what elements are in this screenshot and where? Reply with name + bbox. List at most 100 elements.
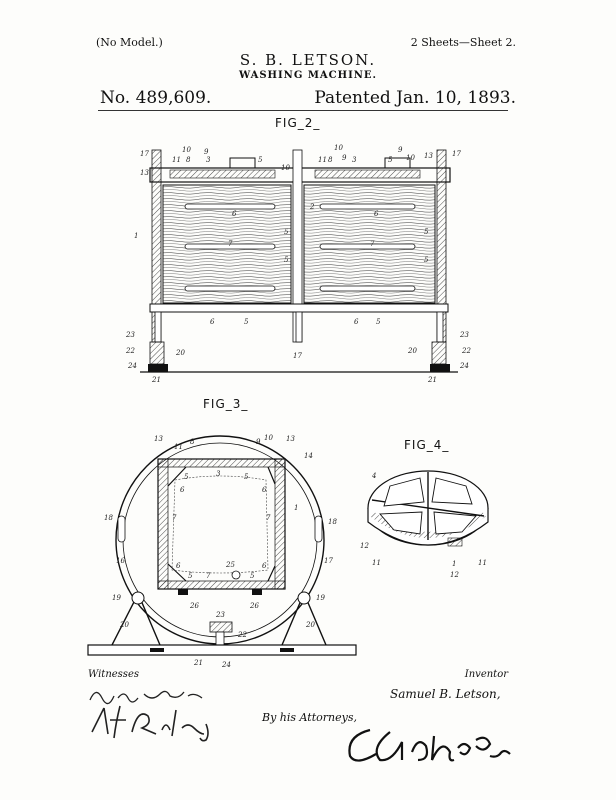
fig2-num-23-left: 23 bbox=[125, 331, 135, 339]
fig3-num-6-top-right: 6 bbox=[262, 486, 267, 494]
fig2-num-3-left: 3 bbox=[206, 156, 211, 164]
fig2-num-17-bottom: 17 bbox=[293, 352, 302, 360]
fig2-num-5-h: 5 bbox=[376, 318, 381, 326]
fig3-label: FIG_3_ bbox=[203, 397, 249, 411]
fig2-num-13-left: 13 bbox=[140, 169, 149, 177]
fig3-num-3: 3 bbox=[216, 470, 221, 478]
fig2-num-9-left: 9 bbox=[204, 148, 209, 156]
fig2-num-17-right: 17 bbox=[452, 150, 461, 158]
sheet-number: 2 Sheets—Sheet 2. bbox=[410, 36, 516, 49]
fig3-num-7-right: 7 bbox=[266, 514, 271, 522]
fig3-num-26-left: 26 bbox=[189, 602, 199, 610]
fig2-num-3-right: 3 bbox=[352, 156, 357, 164]
fig2-num-5-d: 5 bbox=[424, 228, 429, 236]
fig4-num-4: 4 bbox=[371, 472, 376, 480]
fig3-num-5-bot-left: 5 bbox=[188, 572, 193, 580]
fig2-num-6-a: 6 bbox=[232, 210, 237, 218]
fig2-num-10-left: 10 bbox=[182, 146, 191, 154]
attorneys-text: By his Attorneys, bbox=[262, 711, 357, 724]
no-model-note: (No Model.) bbox=[96, 36, 163, 49]
fig3-num-10: 10 bbox=[264, 434, 273, 442]
fig3-num-16: 16 bbox=[116, 557, 125, 565]
fig2-num-24-left: 24 bbox=[127, 362, 137, 370]
attorney-signature bbox=[348, 728, 511, 762]
fig2-num-22-right: 22 bbox=[461, 347, 471, 355]
fig2-num-13-right: 13 bbox=[424, 152, 433, 160]
fig3-num-24: 24 bbox=[221, 661, 231, 669]
fig2-num-24-right: 24 bbox=[459, 362, 469, 370]
fig3-num-1: 1 bbox=[294, 504, 298, 512]
fig2-num-20-left: 20 bbox=[175, 349, 185, 357]
fig2-num-5-a: 5 bbox=[258, 156, 263, 164]
fig3-num-13-right: 13 bbox=[286, 435, 295, 443]
fig2-label: FIG_2_ bbox=[275, 116, 321, 130]
fig2-num-5-e: 5 bbox=[284, 256, 289, 264]
invention-title: WASHING MACHINE. bbox=[238, 70, 378, 81]
inventor-label: Inventor bbox=[464, 669, 508, 680]
fig2-num-6-c: 6 bbox=[210, 318, 215, 326]
fig3-num-25: 25 bbox=[225, 561, 235, 569]
fig2-num-22-left: 22 bbox=[125, 347, 135, 355]
fig4-num-1: 1 bbox=[452, 560, 456, 568]
fig2-num-2: 2 bbox=[309, 203, 315, 211]
fig3-num-19-right: 19 bbox=[316, 594, 325, 602]
fig3-num-9: 9 bbox=[256, 438, 261, 446]
fig3-num-8: 8 bbox=[190, 438, 195, 446]
fig2-num-7-a: 7 bbox=[228, 240, 233, 248]
fig2-num-11-right: 11 bbox=[318, 156, 327, 164]
fig3-num-7-bot: 7 bbox=[206, 572, 211, 580]
witnesses-label: Witnesses bbox=[88, 669, 139, 680]
fig4-drawing: 4 12 11 1 12 11 bbox=[360, 470, 489, 579]
fig2-num-5-c: 5 bbox=[284, 228, 289, 236]
fig3-num-18-right: 18 bbox=[328, 518, 337, 526]
fig2-num-8-left: 8 bbox=[186, 156, 191, 164]
fig3-drawing: 13 13 11 8 9 10 14 3 5 5 6 6 1 7 7 18 18… bbox=[87, 434, 357, 669]
fig3-num-17: 17 bbox=[324, 557, 333, 565]
fig2-num-1: 1 bbox=[134, 232, 138, 240]
fig2-num-9-far: 9 bbox=[398, 146, 403, 154]
fig3-num-19-left: 19 bbox=[112, 594, 121, 602]
fig2-num-7-b: 7 bbox=[370, 240, 375, 248]
inventor-name-heading: S. B. LETSON. bbox=[239, 51, 377, 69]
header-rule bbox=[98, 110, 508, 111]
fig2-num-17-left: 17 bbox=[140, 150, 149, 158]
fig3-num-7-left: 7 bbox=[172, 514, 177, 522]
fig3-num-22: 22 bbox=[237, 631, 247, 639]
fig4-num-12-left: 12 bbox=[360, 542, 369, 550]
fig3-num-5-top-right: 5 bbox=[244, 473, 249, 481]
fig3-num-11: 11 bbox=[174, 443, 183, 451]
fig4-label: FIG_4_ bbox=[404, 438, 450, 452]
fig2-num-10-mid: 10 bbox=[281, 164, 290, 172]
fig2-num-9-right: 9 bbox=[342, 154, 347, 162]
fig2-num-23-right: 23 bbox=[459, 331, 469, 339]
patent-number: No. 489,609. bbox=[100, 88, 212, 108]
fig2-num-10-far: 10 bbox=[406, 154, 415, 162]
fig3-num-6-bot-right: 6 bbox=[262, 562, 267, 570]
fig2-drawing: 17 17 13 13 11 8 9 3 10 10 11 8 10 9 3 9… bbox=[125, 144, 471, 384]
fig2-num-21-right: 21 bbox=[427, 376, 437, 384]
fig3-num-5-bot-right: 5 bbox=[250, 572, 255, 580]
fig2-num-21-left: 21 bbox=[151, 376, 161, 384]
patented-date: Patented Jan. 10, 1893. bbox=[314, 88, 516, 108]
inventor-signature: Samuel B. Letson, bbox=[390, 687, 501, 701]
fig3-num-20-right: 20 bbox=[305, 621, 315, 629]
fig2-num-10-right: 10 bbox=[334, 144, 343, 152]
fig3-num-5-top-left: 5 bbox=[184, 473, 189, 481]
fig2-num-6-b: 6 bbox=[374, 210, 379, 218]
fig2-num-11-left: 11 bbox=[172, 156, 181, 164]
fig2-num-6-d: 6 bbox=[354, 318, 359, 326]
fig2-num-5-f: 5 bbox=[424, 256, 429, 264]
fig3-num-18-left: 18 bbox=[104, 514, 113, 522]
fig3-num-23: 23 bbox=[215, 611, 225, 619]
fig2-num-8-right: 8 bbox=[328, 156, 333, 164]
fig3-num-6-bot-left: 6 bbox=[176, 562, 181, 570]
fig2-num-20-right: 20 bbox=[407, 347, 417, 355]
fig3-num-6-top-left: 6 bbox=[180, 486, 185, 494]
witness-signature-2 bbox=[91, 705, 209, 742]
witness-signature-1 bbox=[89, 690, 203, 705]
fig2-num-5-b: 5 bbox=[388, 156, 393, 164]
fig3-num-26-right: 26 bbox=[249, 602, 259, 610]
fig3-num-13-left: 13 bbox=[154, 435, 163, 443]
